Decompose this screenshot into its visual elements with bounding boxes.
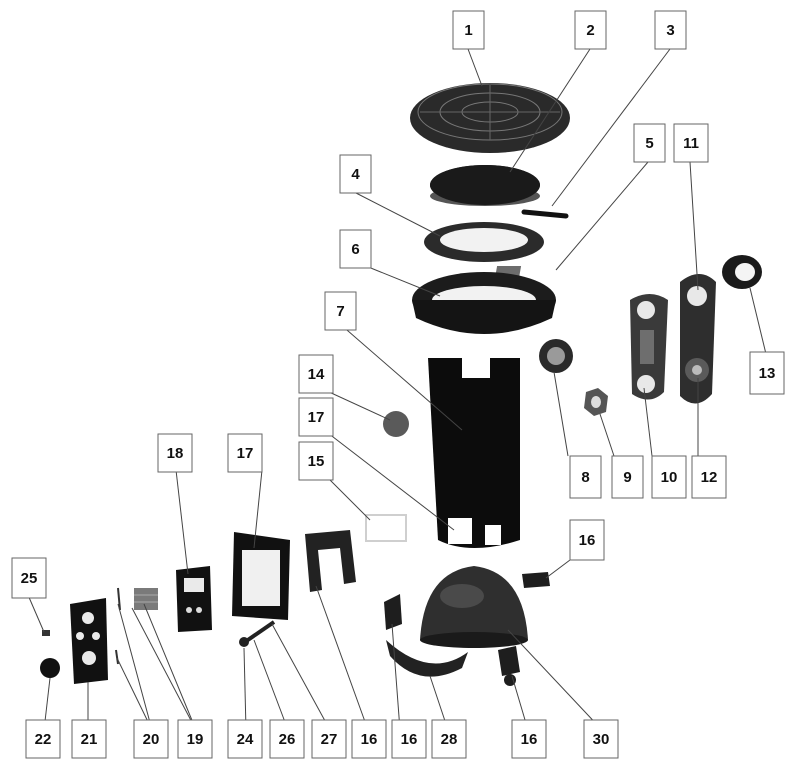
part-ring — [424, 222, 544, 262]
callout-label: 16 — [401, 731, 418, 748]
callout-11: 11 — [673, 123, 709, 163]
callout-label: 16 — [579, 532, 596, 549]
callout-20: 18 — [157, 433, 193, 473]
callout-29: 28 — [431, 719, 467, 759]
callout-label: 22 — [35, 731, 52, 748]
part-nut — [584, 388, 608, 416]
callout-label: 5 — [645, 135, 653, 152]
part-grid-block — [134, 588, 158, 610]
callout-7: 7 — [324, 291, 357, 331]
callout-25: 25 — [11, 557, 47, 599]
callout-21: 19 — [177, 719, 213, 759]
callout-16-left: 16 — [391, 719, 427, 759]
callout-label: 8 — [581, 469, 589, 486]
part-washer — [539, 339, 573, 373]
callout-label: 24 — [237, 731, 254, 748]
callout-label: 14 — [308, 366, 325, 383]
callout-label: 6 — [351, 241, 359, 258]
part-top-grille — [410, 83, 570, 153]
callout-16-lower: 16 — [511, 719, 547, 759]
callout-6: 6 — [339, 229, 372, 269]
callout-label: 1 — [464, 22, 472, 39]
part-screw-assembly — [239, 620, 276, 647]
callout-label: 25 — [21, 570, 38, 587]
part-tiny — [42, 630, 50, 636]
callout-8: 8 — [569, 455, 602, 499]
part-u-frame — [305, 530, 356, 592]
callout-16-upper: 16 — [569, 519, 605, 561]
callout-label: 2 — [586, 22, 594, 39]
callout-4: 4 — [339, 154, 372, 194]
callout-13: 13 — [749, 351, 785, 395]
part-round-button — [40, 658, 60, 678]
part-dome-base — [420, 566, 528, 648]
callout-label: 7 — [336, 303, 344, 320]
callout-23: 21 — [71, 719, 107, 759]
callout-27: 26 — [269, 719, 305, 759]
callout-label: 10 — [661, 469, 678, 486]
part-ball — [383, 411, 409, 437]
part-control-panel — [176, 566, 212, 632]
callout-label: 26 — [279, 731, 296, 748]
callout-26: 24 — [227, 719, 263, 759]
part-clamp — [680, 274, 716, 404]
callout-22: 20 — [133, 719, 169, 759]
callout-17: 17 — [298, 397, 334, 437]
callout-14: 14 — [298, 354, 334, 394]
callout-label: 13 — [759, 365, 776, 382]
callout-2: 2 — [574, 10, 607, 50]
part-cap-ring — [722, 255, 762, 289]
callout-30: 30 — [583, 719, 619, 759]
callout-10: 10 — [651, 455, 687, 499]
callout-label: 19 — [187, 731, 204, 748]
callout-5: 5 — [633, 123, 666, 163]
callout-12: 12 — [691, 455, 727, 499]
part-main-body — [428, 356, 520, 548]
callout-label: 9 — [623, 469, 631, 486]
callout-label: 16 — [521, 731, 538, 748]
callout-19: 17 — [227, 433, 263, 473]
part-shield — [232, 532, 290, 620]
callouts: 1 2 3 4 5 11 6 7 14 17 15 13 8 9 10 12 1… — [11, 10, 785, 759]
callout-label: 18 — [167, 445, 184, 462]
callout-label: 11 — [683, 135, 699, 152]
callout-label: 27 — [321, 731, 338, 748]
callout-9: 9 — [611, 455, 644, 499]
callout-1: 1 — [452, 10, 485, 50]
callout-label: 16 — [361, 731, 378, 748]
part-clip-upper — [522, 572, 550, 588]
part-faint-bracket — [365, 514, 407, 542]
part-bracket — [630, 294, 668, 400]
part-disc — [430, 165, 540, 206]
part-back-plate — [70, 598, 108, 684]
leader-lines — [27, 48, 767, 731]
callout-label: 20 — [143, 731, 160, 748]
callout-label: 30 — [593, 731, 610, 748]
callout-label: 3 — [666, 22, 674, 39]
parts-layer — [40, 83, 762, 686]
callout-label: 17 — [237, 445, 254, 462]
callout-label: 28 — [441, 731, 458, 748]
part-arc-piece — [386, 640, 468, 677]
callout-28: 27 — [311, 719, 347, 759]
part-clip-lower — [498, 646, 520, 686]
callout-18: 16 — [351, 719, 387, 759]
callout-24: 22 — [25, 719, 61, 759]
callout-label: 12 — [701, 469, 718, 486]
part-collar — [412, 272, 556, 334]
callout-15: 15 — [298, 441, 334, 481]
part-rod — [521, 209, 569, 219]
callout-label: 21 — [81, 731, 98, 748]
callout-label: 17 — [308, 409, 325, 426]
callout-3: 3 — [654, 10, 687, 50]
callout-label: 15 — [308, 453, 325, 470]
part-pins — [115, 587, 121, 665]
part-clip-left — [384, 594, 402, 630]
callout-label: 4 — [351, 166, 360, 183]
